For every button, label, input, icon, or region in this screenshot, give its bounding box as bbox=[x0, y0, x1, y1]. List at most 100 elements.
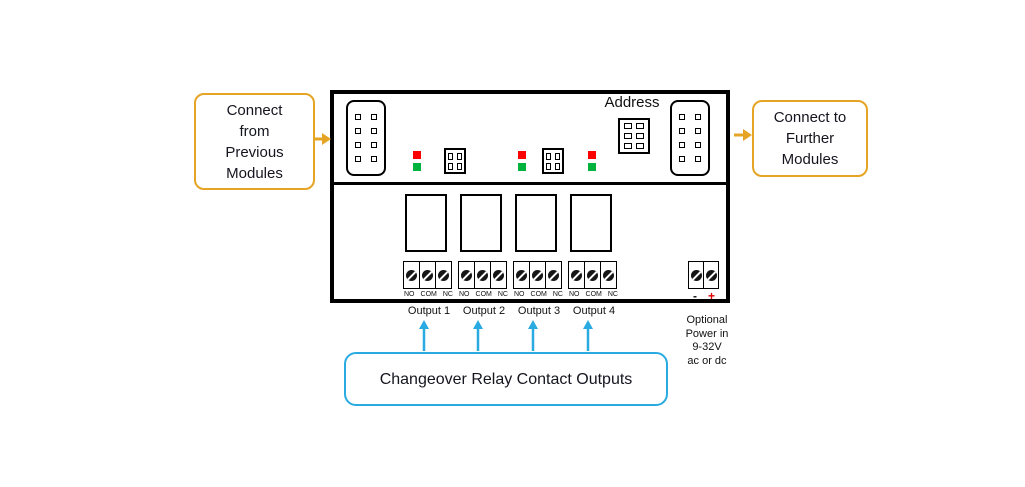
screw-terminal bbox=[568, 261, 585, 289]
relay-1 bbox=[405, 194, 447, 252]
screw-terminal bbox=[529, 261, 546, 289]
connector-pin bbox=[355, 142, 361, 148]
terminal-block-output1 bbox=[403, 261, 452, 289]
jumper-pin bbox=[624, 143, 632, 149]
pin-label-no: NO bbox=[569, 291, 580, 298]
minus-label: - bbox=[693, 289, 697, 303]
callout-connect-from-previous: Connect from Previous Modules bbox=[194, 93, 315, 190]
arrow-to-output-2 bbox=[473, 320, 483, 351]
screw-head bbox=[461, 269, 472, 281]
connector-pin bbox=[355, 128, 361, 134]
connector-pin bbox=[371, 128, 377, 134]
callout-line: Further bbox=[785, 130, 835, 147]
screw-terminal bbox=[600, 261, 617, 289]
connector-pin bbox=[371, 114, 377, 120]
pin-label-no: NO bbox=[514, 291, 525, 298]
terminal-block-output3 bbox=[513, 261, 562, 289]
screw-terminal bbox=[490, 261, 507, 289]
jumper-pin bbox=[555, 162, 560, 170]
screw-terminal bbox=[584, 261, 601, 289]
green-led bbox=[588, 163, 596, 171]
power-polarity-labels: - + bbox=[688, 289, 720, 303]
plus-label: + bbox=[707, 289, 715, 303]
status-led-pair-2 bbox=[518, 151, 526, 171]
optional-power-note: Optional Power in 9-32V ac or dc bbox=[674, 314, 740, 368]
jumper-pin bbox=[636, 133, 644, 139]
arrow-to-output-4 bbox=[583, 320, 593, 351]
screw-head bbox=[406, 269, 417, 281]
arrow-to-output-1 bbox=[419, 320, 429, 351]
power-note-line: ac or dc bbox=[687, 354, 727, 367]
address-label: Address bbox=[604, 94, 660, 111]
connector-pin bbox=[679, 156, 685, 162]
screw-terminal bbox=[458, 261, 475, 289]
screw-head bbox=[587, 269, 598, 281]
green-led bbox=[518, 163, 526, 171]
jumper-pin bbox=[448, 162, 453, 170]
arrow-to-further-modules bbox=[734, 129, 752, 141]
connector-pin bbox=[695, 114, 701, 120]
jumper-pin bbox=[636, 123, 644, 129]
screw-head bbox=[516, 269, 527, 281]
terminal-pin-labels: NO COM NC bbox=[568, 291, 619, 298]
callout-line: Modules bbox=[781, 151, 839, 168]
screw-terminal bbox=[474, 261, 491, 289]
input-header-connector bbox=[346, 100, 386, 176]
screw-head bbox=[690, 269, 702, 281]
screw-head bbox=[548, 269, 559, 281]
callout-line: Connect bbox=[226, 101, 283, 119]
terminal-pin-labels: NO COM NC bbox=[513, 291, 564, 298]
green-led bbox=[413, 163, 421, 171]
screw-terminal bbox=[419, 261, 436, 289]
connector-pin bbox=[355, 114, 361, 120]
pin-label-com: COM bbox=[475, 291, 492, 298]
output-2-label: Output 2 bbox=[462, 305, 506, 317]
pin-label-com: COM bbox=[585, 291, 602, 298]
arrow-from-previous-modules bbox=[313, 133, 331, 145]
jumper-pin bbox=[636, 143, 644, 149]
callout-changeover-outputs: Changeover Relay Contact Outputs bbox=[344, 352, 668, 406]
connector-pin bbox=[679, 114, 685, 120]
connector-pin bbox=[695, 128, 701, 134]
callout-line: Connect to bbox=[773, 109, 847, 126]
connector-pin bbox=[355, 156, 361, 162]
jumper-pin bbox=[546, 152, 551, 160]
connector-pin bbox=[679, 142, 685, 148]
pin-label-nc: NC bbox=[552, 291, 563, 298]
red-led bbox=[518, 151, 526, 159]
relay-module-board: Address bbox=[330, 90, 730, 303]
red-led bbox=[413, 151, 421, 159]
pin-label-no: NO bbox=[459, 291, 470, 298]
connector-pin bbox=[695, 156, 701, 162]
jumper-pin bbox=[457, 152, 462, 160]
relay-4 bbox=[570, 194, 612, 252]
config-jumper-2 bbox=[542, 148, 564, 174]
jumper-pin bbox=[457, 162, 462, 170]
output-4-label: Output 4 bbox=[572, 305, 616, 317]
power-note-line: 9-32V bbox=[692, 341, 722, 353]
relay-3 bbox=[515, 194, 557, 252]
pin-label-nc: NC bbox=[497, 291, 508, 298]
screw-head bbox=[571, 269, 582, 281]
power-note-line: Power in bbox=[685, 327, 729, 340]
screw-head bbox=[422, 269, 433, 281]
jumper-pin bbox=[555, 152, 560, 160]
pin-label-com: COM bbox=[420, 291, 437, 298]
jumper-pin bbox=[624, 123, 632, 129]
power-note-line: Optional bbox=[686, 314, 728, 326]
output-1-label: Output 1 bbox=[407, 305, 451, 317]
terminal-block-output4 bbox=[568, 261, 617, 289]
red-led bbox=[588, 151, 596, 159]
arrow-to-output-3 bbox=[528, 320, 538, 351]
screw-head bbox=[705, 269, 717, 281]
pin-label-no: NO bbox=[404, 291, 415, 298]
screw-terminal bbox=[703, 261, 719, 289]
connector-pin bbox=[679, 128, 685, 134]
terminal-pin-labels: NO COM NC bbox=[403, 291, 454, 298]
screw-head bbox=[493, 269, 504, 281]
config-jumper-1 bbox=[444, 148, 466, 174]
relay-2 bbox=[460, 194, 502, 252]
callout-connect-to-further: Connect to Further Modules bbox=[752, 100, 868, 177]
screw-head bbox=[603, 269, 614, 281]
